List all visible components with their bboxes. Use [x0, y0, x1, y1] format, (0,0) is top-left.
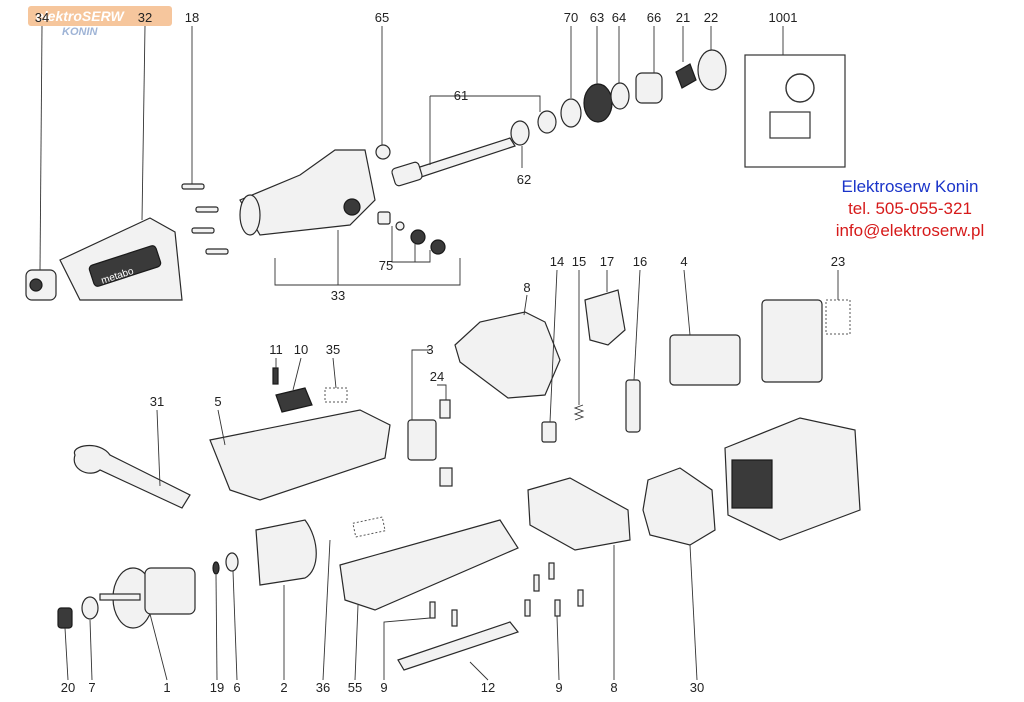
part-2-sleeve	[255, 519, 317, 586]
label-10: 10	[294, 342, 308, 357]
part-8-battery-cover	[454, 311, 561, 399]
label-55: 55	[348, 680, 362, 695]
label-19: 19	[210, 680, 224, 695]
label-66: 66	[647, 10, 661, 25]
label-3: 3	[426, 342, 433, 357]
label-4: 4	[680, 254, 687, 269]
part-1001-schematic	[744, 54, 846, 168]
label-23: 23	[831, 254, 845, 269]
label-8-bottom: 8	[610, 680, 617, 695]
part-4-electronics	[669, 299, 823, 386]
label-1001: 1001	[769, 10, 798, 25]
label-6: 6	[233, 680, 240, 695]
part-20-nut	[57, 607, 73, 629]
label-20: 20	[61, 680, 75, 695]
part-24-pin	[439, 399, 451, 419]
contact-block: Elektroserw Konin tel. 505-055-321 info@…	[800, 176, 1020, 242]
part-5-upper-housing	[209, 409, 391, 501]
label-12: 12	[481, 680, 495, 695]
contact-company: Elektroserw Konin	[841, 177, 979, 196]
label-75: 75	[379, 258, 393, 273]
label-30: 30	[690, 680, 704, 695]
part-64-ring	[610, 82, 630, 110]
part-30-cover	[642, 467, 716, 546]
label-35: 35	[326, 342, 340, 357]
part-18-screws	[181, 183, 229, 255]
part-6-ring	[225, 552, 239, 572]
label-17: 17	[600, 254, 614, 269]
part-number-labels: 34 32 18 65 61 62 70 63 64 66 21 22 1001…	[35, 10, 845, 695]
label-18: 18	[185, 10, 199, 25]
label-61: 61	[454, 88, 468, 103]
label-24: 24	[430, 369, 444, 384]
part-17-clip	[584, 289, 626, 346]
label-9-left: 9	[380, 680, 387, 695]
part-61-spindle	[391, 137, 516, 187]
watermark-brand: elektroSERW	[36, 8, 124, 24]
label-32: 32	[138, 10, 152, 25]
part-33-gear-housing	[239, 149, 376, 236]
part-62-bushing	[510, 120, 530, 146]
part-55-lower-housing	[339, 519, 519, 611]
part-15-spring	[573, 404, 585, 421]
label-70: 70	[564, 10, 578, 25]
part-63-bearing	[583, 83, 613, 123]
label-22: 22	[704, 10, 718, 25]
part-14-switch	[541, 421, 557, 443]
part-9-screws	[429, 562, 584, 627]
label-36: 36	[316, 680, 330, 695]
part-22-wheel	[697, 49, 727, 91]
part-21-nut	[675, 63, 697, 89]
part-36-label	[352, 516, 386, 538]
leader-lines	[39, 25, 839, 681]
label-2: 2	[280, 680, 287, 695]
label-16: 16	[633, 254, 647, 269]
part-1-rotor	[99, 567, 196, 629]
part-7-washer	[81, 596, 99, 620]
label-7: 7	[88, 680, 95, 695]
part-23-label	[825, 299, 851, 335]
part-8-lower-housing	[527, 477, 631, 551]
part-75-small-parts	[377, 211, 446, 255]
contact-email: info@elektroserw.pl	[835, 221, 985, 240]
label-64: 64	[612, 10, 626, 25]
part-31-wrench	[73, 445, 191, 509]
label-11: 11	[269, 342, 283, 357]
part-11-screw	[272, 367, 279, 385]
label-34: 34	[35, 10, 49, 25]
label-33: 33	[331, 288, 345, 303]
part-65-ring	[375, 144, 391, 160]
label-62: 62	[517, 172, 531, 187]
part-70-ring	[560, 98, 582, 128]
part-32-nose-cone: metabo	[59, 217, 183, 301]
label-31: 31	[150, 394, 164, 409]
label-8-top: 8	[523, 280, 530, 295]
part-10-plate	[275, 387, 313, 413]
part-35-label	[324, 387, 348, 403]
part-12-base-plate	[397, 621, 520, 671]
part-battery-pack	[724, 417, 861, 541]
label-5: 5	[214, 394, 221, 409]
label-9-right: 9	[555, 680, 562, 695]
part-19-washer	[212, 561, 220, 575]
part-66-gear	[635, 72, 663, 104]
part-3-contact	[407, 419, 437, 461]
part-16-slider	[625, 379, 641, 433]
label-1: 1	[163, 680, 170, 695]
part-3-pin	[439, 467, 453, 487]
part-61-bushing	[537, 110, 557, 134]
label-15: 15	[572, 254, 586, 269]
part-34-collet-nut	[25, 269, 57, 301]
label-65: 65	[375, 10, 389, 25]
contact-phone: tel. 505-055-321	[848, 199, 972, 218]
watermark-city: KONIN	[62, 26, 98, 38]
label-21: 21	[676, 10, 690, 25]
watermark-logo: elektroSERW	[28, 6, 172, 26]
label-14: 14	[550, 254, 564, 269]
label-63: 63	[590, 10, 604, 25]
